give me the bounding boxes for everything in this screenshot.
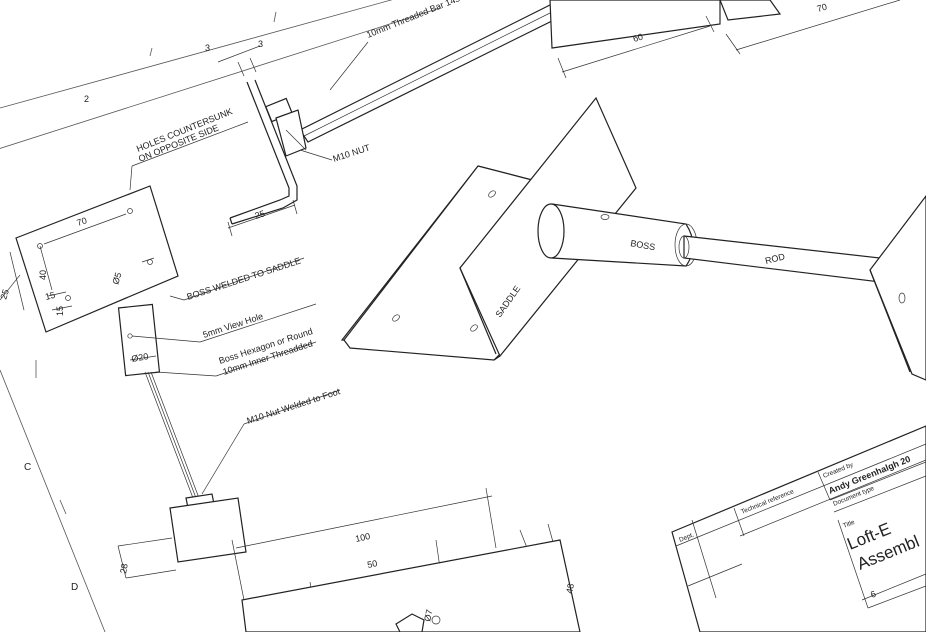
threaded-bar-top-view — [299, 0, 901, 143]
dim-70: 70 — [76, 215, 89, 228]
label-rod: ROD — [764, 251, 786, 266]
dim-25: 25 — [254, 208, 267, 221]
dim-dia-5: Ø5 — [110, 271, 123, 286]
dim-dia-7: Ø7 — [422, 609, 434, 623]
label-boss-welded: BOSS WELDED TO SADDLE — [186, 256, 302, 302]
saddle-plate-front-view — [9, 121, 249, 333]
top-dimension-strip — [217, 45, 261, 77]
label-threaded-bar: 10mm Threaded Bar 145 — [365, 0, 461, 40]
dim-70-top: 70 — [816, 2, 828, 14]
zone-letter-c: C — [24, 462, 31, 473]
label-title: Title — [842, 519, 856, 530]
dim-60: 60 — [632, 32, 644, 44]
dim-25-edge: 25 — [0, 288, 11, 301]
dim-15-b: 15 — [55, 306, 65, 316]
label-m10-nut-welded: M10 Nut Welded to Foot — [246, 386, 342, 426]
dim-15-a: 15 — [44, 290, 56, 302]
boss-and-rod-view — [117, 257, 341, 579]
isometric-assembly — [340, 96, 926, 381]
dim-40: 40 — [38, 270, 48, 280]
foot-plate-view — [231, 487, 581, 632]
dim-3-b: 3 — [258, 39, 263, 49]
dim-dia-20: Ø20 — [131, 351, 149, 364]
dim-2: 2 — [84, 94, 89, 104]
label-view-hole: 5mm View Hole — [202, 311, 265, 340]
leader-threaded-bar — [329, 41, 369, 91]
dim-3-a: 3 — [205, 43, 210, 53]
dim-28: 28 — [118, 563, 130, 575]
bracket-side-view — [227, 79, 333, 237]
dim-100: 100 — [354, 531, 371, 544]
value-sheet: 6 — [869, 589, 877, 600]
label-boss: BOSS — [630, 238, 656, 252]
title-block — [671, 425, 926, 632]
dim-48: 48 — [564, 583, 576, 595]
sheet-border — [0, 0, 441, 632]
dim-50: 50 — [366, 558, 378, 570]
label-m10-nut: M10 NUT — [332, 142, 372, 164]
zone-letter-d: D — [71, 582, 78, 593]
